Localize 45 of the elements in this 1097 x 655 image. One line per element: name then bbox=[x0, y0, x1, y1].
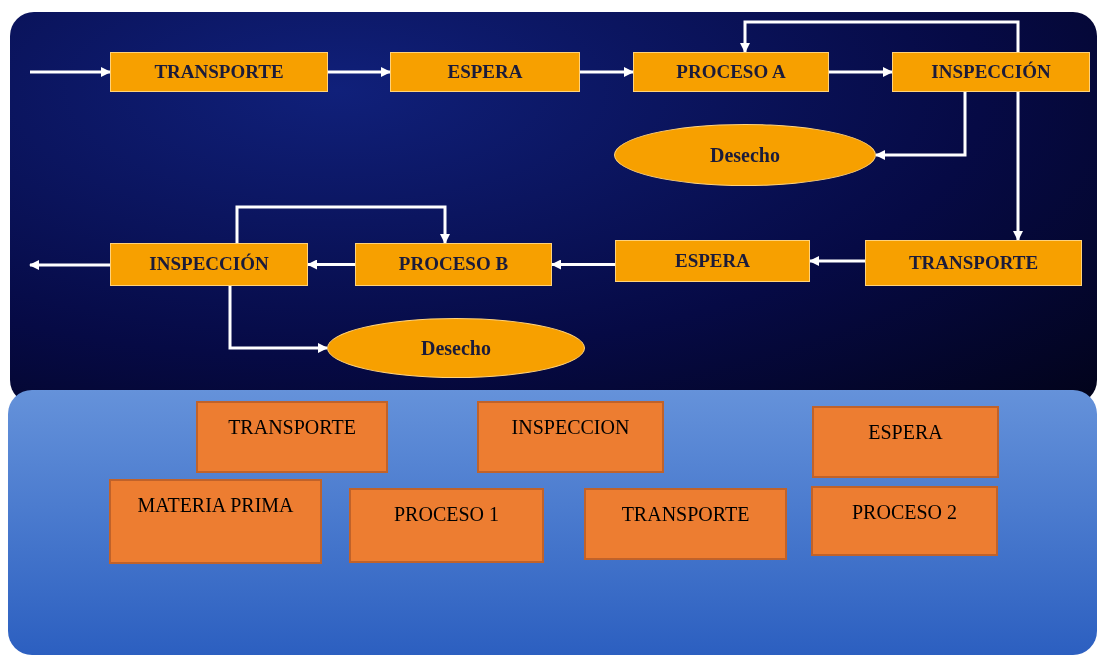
process-box bbox=[584, 488, 787, 560]
process-box bbox=[196, 401, 388, 473]
arrow bbox=[235, 205, 450, 244]
arrow bbox=[307, 259, 355, 270]
node-label: INSPECCIÓN bbox=[149, 252, 269, 277]
process-box bbox=[355, 243, 552, 286]
node-label: Desecho bbox=[421, 336, 491, 361]
process-box bbox=[390, 52, 580, 92]
node-label: ESPERA bbox=[675, 248, 750, 273]
node-label: PROCESO 2 bbox=[852, 500, 957, 525]
arrow bbox=[551, 259, 615, 270]
node-label: MATERIA PRIMA bbox=[137, 493, 294, 518]
process-box bbox=[109, 479, 322, 564]
process-box bbox=[477, 401, 664, 473]
node-label: INSPECCION bbox=[511, 415, 630, 440]
arrow bbox=[228, 286, 328, 353]
arrow bbox=[328, 67, 391, 77]
node-label: PROCESO A bbox=[676, 59, 786, 84]
arrow bbox=[1013, 92, 1023, 241]
process-box bbox=[892, 52, 1090, 92]
process-box bbox=[812, 406, 999, 478]
arrow bbox=[809, 256, 865, 266]
node-label: INSPECCIÓN bbox=[931, 59, 1051, 84]
process-box bbox=[865, 240, 1082, 286]
process-box bbox=[110, 243, 308, 286]
node-label: ESPERA bbox=[868, 420, 943, 445]
arrow bbox=[580, 67, 634, 77]
process-box bbox=[110, 52, 328, 92]
node-label: ESPERA bbox=[447, 59, 523, 84]
process-box bbox=[615, 240, 810, 282]
node-label: PROCESO 1 bbox=[394, 502, 499, 527]
node-label: TRANSPORTE bbox=[621, 502, 750, 527]
process-box bbox=[633, 52, 829, 92]
process-box bbox=[811, 486, 998, 556]
arrow bbox=[29, 260, 110, 270]
node-label: Desecho bbox=[710, 143, 780, 168]
arrow bbox=[875, 92, 967, 160]
node-label: TRANSPORTE bbox=[908, 250, 1039, 275]
node-label: PROCESO B bbox=[398, 252, 509, 277]
process-box bbox=[349, 488, 544, 563]
arrow bbox=[829, 67, 893, 77]
node-label: TRANSPORTE bbox=[154, 59, 284, 84]
arrow bbox=[30, 67, 111, 77]
arrow bbox=[740, 20, 1020, 53]
node-label: TRANSPORTE bbox=[228, 415, 356, 440]
